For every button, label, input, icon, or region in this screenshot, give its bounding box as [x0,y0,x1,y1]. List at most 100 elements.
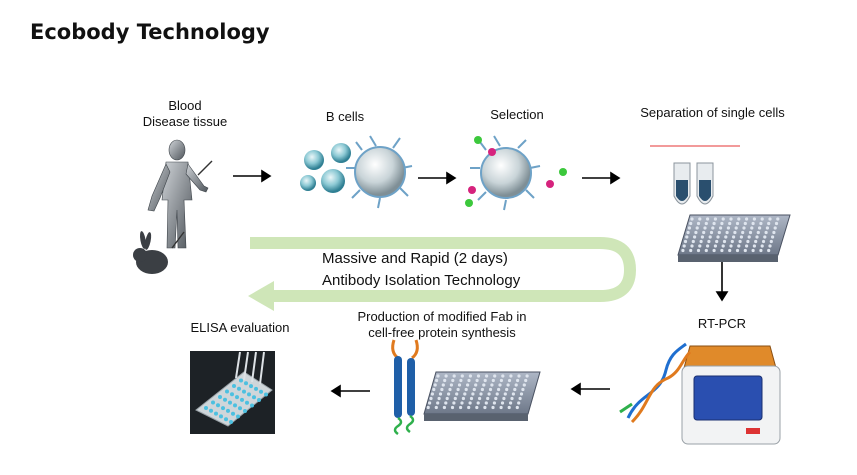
well [691,239,695,244]
well [517,374,521,378]
well [700,235,705,239]
well [521,387,525,392]
well-plate-icon [677,214,791,262]
well [681,248,685,253]
well [772,230,776,235]
well [726,226,731,230]
well [437,396,441,401]
dna-icon [619,342,692,424]
well [767,248,771,253]
elisa-well [254,386,258,391]
human-figure-icon [147,139,209,249]
elisa-well [224,417,228,422]
well [468,401,472,405]
well [507,405,511,410]
well [702,230,706,235]
well [696,221,701,226]
elisa-well [233,403,237,408]
well [511,392,515,396]
well [433,383,437,387]
elisa-well [226,408,230,413]
well [452,374,456,378]
well [693,235,697,239]
elisa-well [240,397,244,402]
well [492,401,496,405]
well [464,387,468,392]
well [467,405,471,410]
elisa-well [214,411,218,416]
loop-band [250,237,637,302]
loop-arrowhead [248,281,274,311]
well [712,248,716,253]
well [438,392,443,396]
well [448,387,452,392]
well [469,396,474,401]
label-blood-line1: Blood [168,98,202,113]
well [476,401,480,405]
elisa-well [231,411,235,416]
well [444,401,448,405]
well [737,217,741,221]
loop-banner: Massive and Rapid (2 days) Antibody Isol… [322,248,612,292]
elisa-well [237,386,241,391]
banner-line2: Antibody Isolation Technology [322,272,521,289]
well [759,221,763,226]
well [491,378,495,383]
well [449,383,453,387]
well [752,244,757,248]
well [774,221,779,226]
well [482,383,486,387]
well [486,396,490,401]
b-cells-icon [300,135,413,209]
elisa-well [229,420,233,424]
elisa-well [264,392,268,397]
well [467,378,471,383]
well [750,226,754,230]
elisa-well [204,406,208,410]
well [484,401,488,405]
well [683,239,688,244]
label-b-cells: B cells [325,109,365,124]
well [704,221,708,226]
well [751,221,755,226]
well [764,230,768,235]
well [459,405,463,410]
well [730,239,734,244]
well [720,248,724,253]
well [768,217,772,221]
elisa-well [247,392,251,397]
well [497,387,501,392]
well [434,405,438,410]
well [713,217,718,221]
well [441,383,445,387]
well [713,244,718,248]
elisa-well [221,406,225,411]
well [704,248,708,253]
well [743,221,747,226]
well [741,230,745,235]
well [479,392,483,396]
antibody-icon [391,339,419,436]
elisa-well [219,414,223,419]
elisa-well [243,409,247,413]
well [499,405,503,410]
pcr-machine-icon [681,345,781,445]
well-plate-icon [423,371,541,421]
elisa-well [239,378,243,383]
well [776,217,780,221]
well [728,221,732,226]
well [763,235,767,239]
elisa-plate-icon [190,351,275,434]
well [506,383,510,387]
well [485,374,489,378]
well [689,221,693,226]
tubes-icon [650,145,740,205]
well [493,374,497,378]
well [721,244,725,248]
well [500,401,505,405]
well [505,387,509,392]
well [729,217,733,221]
well [515,405,519,410]
well [487,392,491,396]
